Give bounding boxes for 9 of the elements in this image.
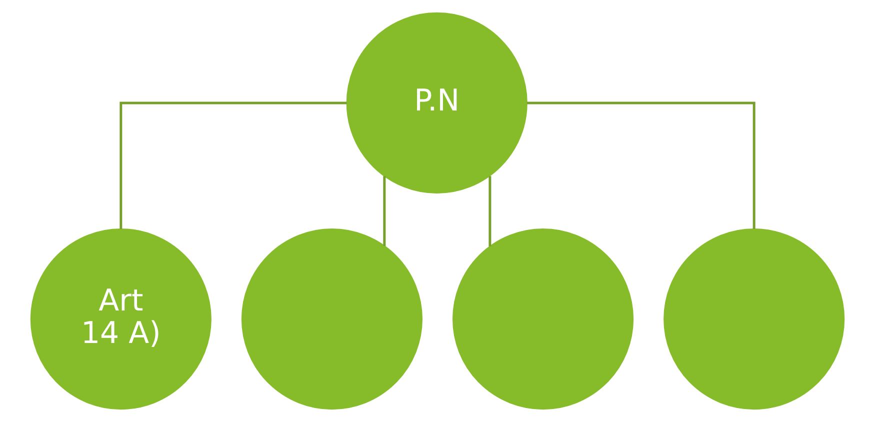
node-circle — [452, 228, 634, 410]
node-circle — [663, 228, 844, 410]
connector — [488, 176, 491, 246]
node-circle: P.N — [346, 12, 527, 194]
connector — [382, 176, 386, 246]
node-circle: Art 14 A) — [30, 228, 211, 410]
connector — [119, 102, 346, 229]
connector — [526, 102, 755, 229]
node-circle — [240, 228, 422, 410]
